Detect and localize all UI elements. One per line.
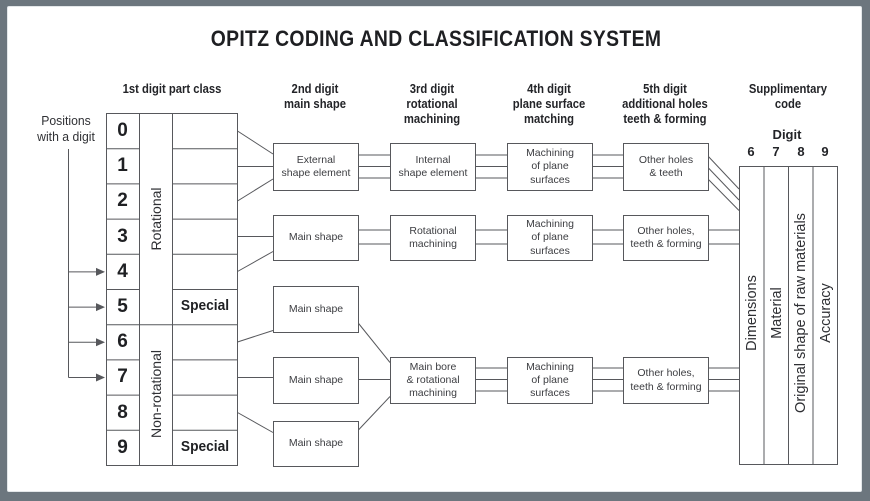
box-main-shape-1: Main shape [273, 215, 359, 261]
box-main-shape-3: Main shape [273, 357, 359, 404]
supplementary-col-raw-materials: Original shape of raw materials [793, 213, 809, 413]
header-3rd-digit: 3rd digit rotational machining [403, 82, 461, 126]
box-other-holes-forming-1: Other holes, teeth & forming [623, 215, 709, 261]
special-label-row9: Special [180, 439, 230, 455]
header-4th-digit: 4th digit plane surface matching [512, 82, 586, 126]
digit-cell-5: 5 [117, 296, 128, 317]
digit-cell-8: 8 [117, 402, 128, 423]
group-non-rotational-label: Non-rotational [148, 350, 164, 438]
box-machining-plane-3: Machining of plane surfaces [507, 357, 593, 404]
box-other-holes-forming-2: Other holes, teeth & forming [623, 357, 709, 404]
digit-cell-0: 0 [117, 120, 128, 141]
box-machining-plane-1: Machining of plane surfaces [507, 143, 593, 191]
digit-cell-6: 6 [117, 331, 128, 352]
box-machining-plane-2: Machining of plane surfaces [507, 215, 593, 261]
page-title: OPITZ CODING AND CLASSIFICATION SYSTEM [210, 26, 662, 51]
supplementary-col-accuracy: Accuracy [818, 283, 834, 343]
supplementary-digit-6: 6 [747, 144, 755, 159]
supplementary-col-material: Material [769, 287, 785, 339]
box-other-holes-teeth: Other holes & teeth [623, 143, 709, 191]
header-2nd-digit: 2nd digit main shape [284, 82, 346, 111]
supplementary-digit-label: Digit [772, 127, 802, 142]
supplementary-digit-8: 8 [797, 144, 805, 159]
supplementary-digit-7: 7 [772, 144, 780, 159]
header-supplementary: Supplimentary code [748, 82, 828, 111]
box-internal-shape: Internal shape element [390, 143, 476, 191]
digit-cell-4: 4 [117, 261, 128, 282]
digit-cell-1: 1 [117, 155, 128, 176]
box-rotational-machining: Rotational machining [390, 215, 476, 261]
header-5th-digit: 5th digit additional holes teeth & formi… [622, 82, 708, 126]
digit-cell-2: 2 [117, 190, 128, 211]
positions-label: Positions with a digit [37, 113, 95, 144]
box-main-bore: Main bore & rotational machining [390, 357, 476, 404]
group-rotational-label: Rotational [148, 187, 164, 251]
box-external-shape: External shape element [273, 143, 359, 191]
digit-cell-9: 9 [117, 437, 128, 458]
digit-cell-3: 3 [117, 226, 128, 247]
box-main-shape-2: Main shape [273, 286, 359, 333]
supplementary-col-dimensions: Dimensions [744, 275, 760, 351]
special-label-row5: Special [180, 298, 230, 314]
box-main-shape-4: Main shape [273, 421, 359, 467]
header-1st-digit: 1st digit part class [122, 82, 222, 96]
digit-cell-7: 7 [117, 366, 128, 387]
supplementary-digit-9: 9 [821, 144, 829, 159]
